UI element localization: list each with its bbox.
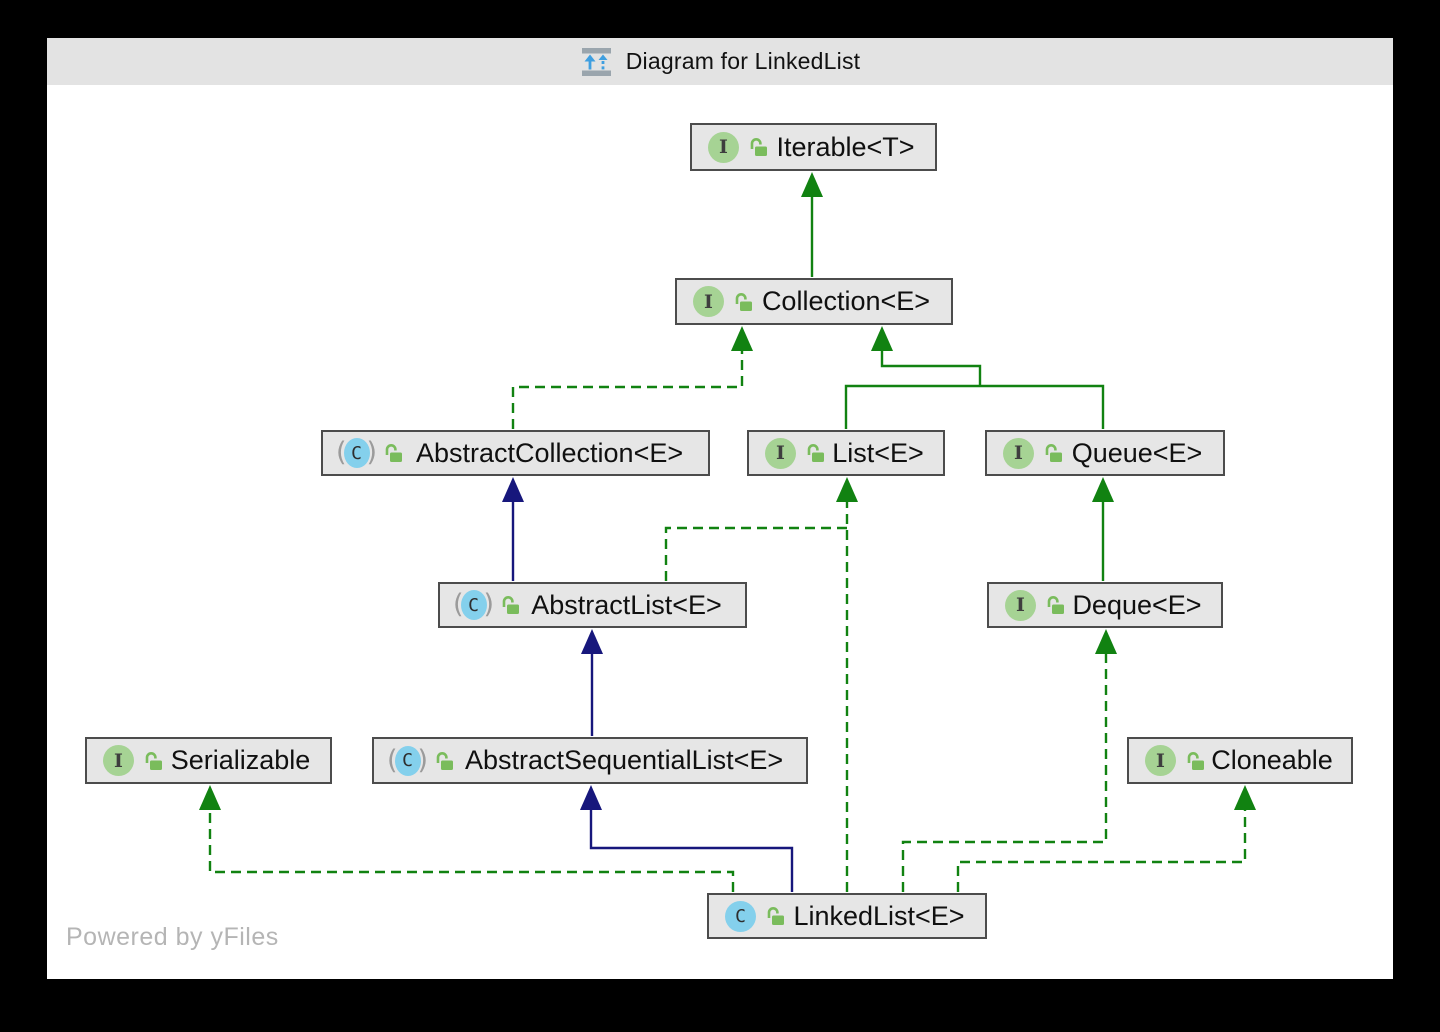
node-collection[interactable]: I Collection<E> <box>675 278 953 325</box>
node-deque[interactable]: I Deque<E> <box>987 582 1223 628</box>
node-abstractlist[interactable]: ( C ) AbstractList<E> <box>438 582 747 628</box>
abstract-class-icon: ( C ) <box>336 437 378 468</box>
abstract-class-icon: ( C ) <box>387 744 429 776</box>
node-queue[interactable]: I Queue<E> <box>985 430 1225 476</box>
unlocked-icon <box>805 442 827 464</box>
interface-icon: I <box>1005 589 1036 621</box>
abstract-class-icon: ( C ) <box>453 589 495 620</box>
unlocked-icon <box>765 905 787 927</box>
node-label: Deque<E> <box>1072 589 1202 620</box>
unlocked-icon <box>1185 750 1207 772</box>
node-label: LinkedList<E> <box>793 900 965 931</box>
diagram-icon <box>580 47 613 76</box>
node-label: Cloneable <box>1211 745 1333 775</box>
unlocked-icon <box>733 291 755 313</box>
interface-icon: I <box>1003 437 1034 469</box>
title-bar: Diagram for LinkedList <box>47 38 1393 85</box>
interface-icon: I <box>103 745 134 776</box>
node-list[interactable]: I List<E> <box>747 430 945 476</box>
class-icon: C <box>725 900 756 932</box>
interface-icon: I <box>765 437 796 469</box>
unlocked-icon <box>1045 594 1067 616</box>
interface-icon: I <box>1145 745 1176 776</box>
node-label: AbstractList<E> <box>531 589 722 620</box>
node-abstractsequentiallist[interactable]: ( C ) AbstractSequentialList<E> <box>372 737 808 784</box>
node-label: Queue<E> <box>1071 437 1203 468</box>
window-title: Diagram for LinkedList <box>625 48 861 74</box>
node-label: Iterable<T> <box>776 131 915 162</box>
yfiles-watermark: Powered by yFiles <box>66 923 279 951</box>
node-abstractcollection[interactable]: ( C ) AbstractCollection<E> <box>321 430 710 476</box>
node-label: AbstractCollection<E> <box>415 437 684 468</box>
diagram-canvas[interactable] <box>47 85 1393 979</box>
unlocked-icon <box>383 442 405 464</box>
interface-icon: I <box>693 286 724 317</box>
interface-icon: I <box>708 131 739 163</box>
unlocked-icon <box>748 136 770 158</box>
unlocked-icon <box>434 750 456 772</box>
unlocked-icon <box>500 594 522 616</box>
unlocked-icon <box>143 750 165 772</box>
diagram-window: Diagram for LinkedList Powered by yFiles <box>47 38 1393 979</box>
node-serializable[interactable]: I Serializable <box>85 737 332 784</box>
node-linkedlist[interactable]: C LinkedList<E> <box>707 893 987 939</box>
node-label: Serializable <box>170 745 311 775</box>
node-iterable[interactable]: I Iterable<T> <box>690 123 937 171</box>
node-label: Collection<E> <box>761 286 931 316</box>
node-label: List<E> <box>832 437 924 468</box>
node-label: AbstractSequentialList<E> <box>464 745 784 775</box>
unlocked-icon <box>1043 442 1065 464</box>
node-cloneable[interactable]: I Cloneable <box>1127 737 1353 784</box>
